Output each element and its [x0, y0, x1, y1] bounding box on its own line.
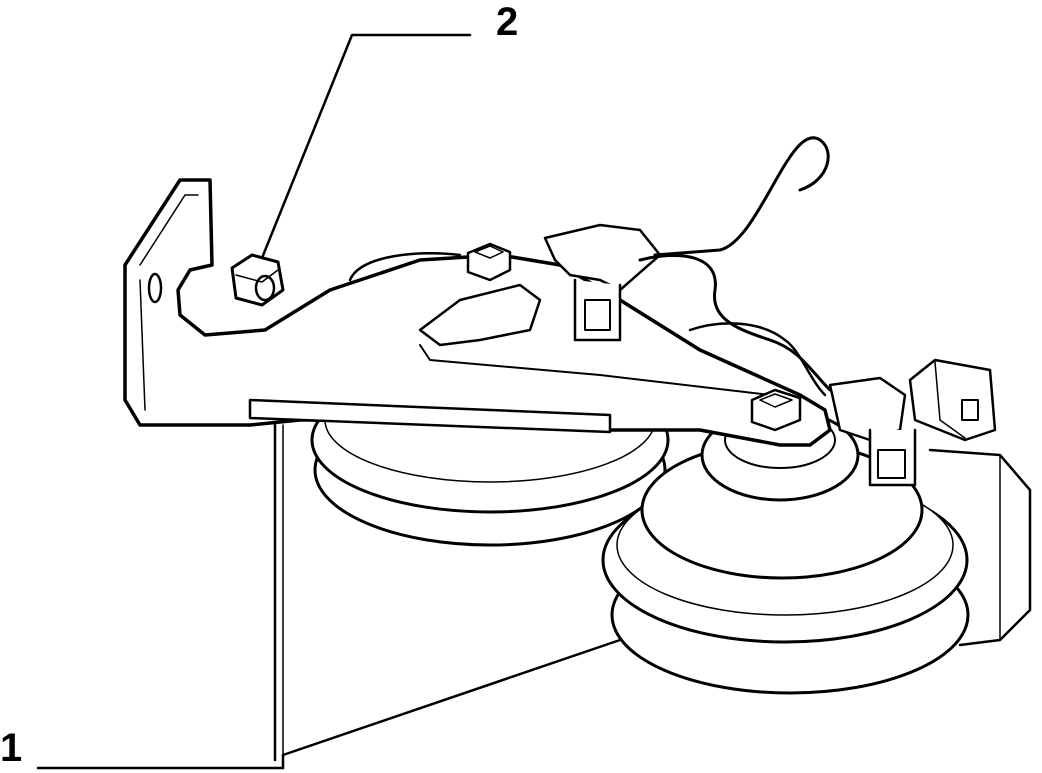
- front-horn-connector: [828, 376, 917, 487]
- front-horn: [601, 408, 970, 695]
- callout-label-1: 1: [0, 726, 23, 770]
- wiring-harness: [638, 136, 832, 397]
- rear-horn-connector: [543, 223, 662, 342]
- mounting-bracket: [123, 178, 832, 447]
- loose-nut: [230, 253, 285, 307]
- plug-connector: [908, 358, 997, 442]
- bolt-head-front: [750, 388, 802, 432]
- leader-line-1: [36, 753, 285, 770]
- leader-line-2: [260, 33, 472, 260]
- callout-label-2: 2: [496, 0, 519, 44]
- bolt-head-rear: [466, 242, 512, 282]
